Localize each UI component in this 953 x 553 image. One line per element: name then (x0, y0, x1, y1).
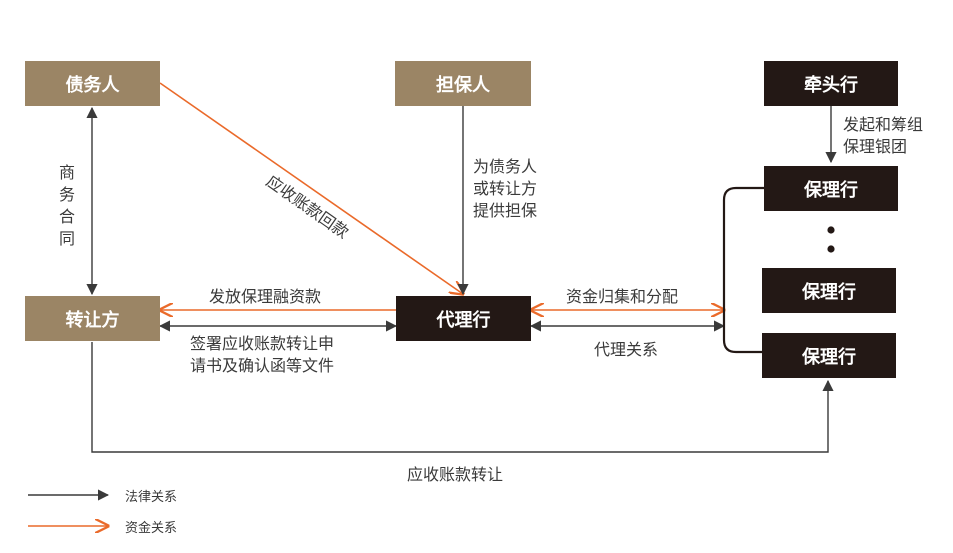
debtor-label: 债务人 (65, 74, 120, 96)
legend-legal-label: 法律关系 (125, 490, 178, 505)
financing-label: 发放保理融资款 (209, 287, 322, 306)
factor-bank-node: 保理行 (762, 268, 896, 313)
factor-bank-label: 保理行 (802, 346, 856, 368)
transferor-label: 转让方 (65, 309, 120, 331)
lead-bank-node: 牵头行 (764, 61, 898, 106)
guarantee-label: 为债务人 或转让方 提供担保 (473, 157, 538, 220)
contract-label: 商 务 合 同 (59, 163, 76, 248)
guarantor-label: 担保人 (436, 74, 490, 96)
ellipsis-dot (827, 245, 835, 253)
factor-bracket (722, 186, 764, 354)
agent-bank-label: 代理行 (436, 309, 491, 331)
transfer-arrow (91, 342, 834, 453)
fund-distribution-label: 资金归集和分配 (566, 287, 679, 306)
payment-arrow (159, 82, 463, 294)
transferor-node: 转让方 (25, 296, 160, 341)
agent-bank-node: 代理行 (396, 296, 531, 341)
legend-fund-label: 资金关系 (125, 521, 178, 536)
syndicate-label: 发起和筹组 保理银团 (843, 115, 924, 156)
transfer-label: 应收账款转让 (407, 465, 504, 484)
guarantor-node: 担保人 (395, 61, 531, 106)
factor-bank-label: 保理行 (802, 281, 856, 303)
factor-bank-node: 保理行 (764, 166, 898, 211)
ellipsis-dot (827, 226, 835, 234)
lead-bank-label: 牵头行 (804, 74, 858, 96)
factor-bank-label: 保理行 (804, 179, 858, 201)
agency-label: 代理关系 (594, 340, 659, 359)
factor-bank-node: 保理行 (762, 333, 896, 378)
sign-docs-label: 签署应收账款转让申 请书及确认函等文件 (190, 334, 335, 375)
debtor-node: 债务人 (25, 61, 160, 106)
